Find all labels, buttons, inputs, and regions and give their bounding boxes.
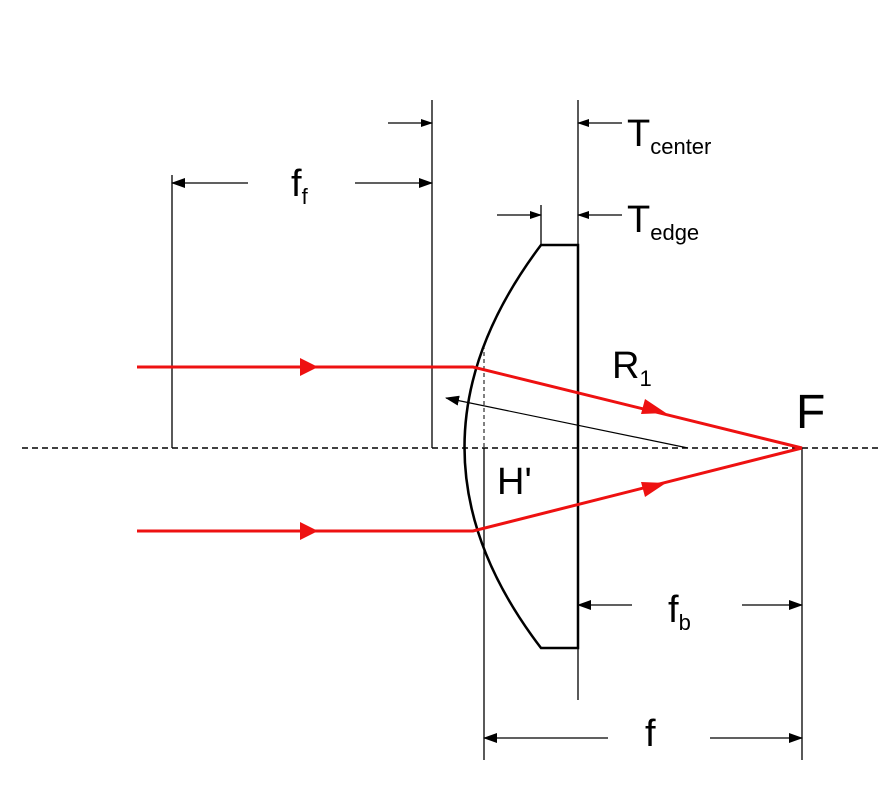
t-edge-label: Tedge <box>627 199 699 245</box>
back-focal-length-label: fb <box>668 589 691 635</box>
principal-plane-label: H' <box>497 461 532 503</box>
front-focal-length-label: ff <box>291 163 309 209</box>
lower-ray-arrowhead-2 <box>641 482 666 497</box>
upper-ray <box>137 365 803 450</box>
light-rays <box>137 358 803 540</box>
radius-r1-arrow <box>445 395 689 449</box>
upper-ray-arrowhead-2 <box>641 399 666 414</box>
plano-convex-lens <box>463 243 580 650</box>
effective-focal-length-label: f <box>645 713 656 755</box>
radius-r1-label: R1 <box>612 345 652 391</box>
lower-ray <box>137 446 803 533</box>
t-center-label: Tcenter <box>627 113 711 159</box>
lower-ray-arrowhead-1 <box>300 522 318 540</box>
focal-point-label: F <box>796 386 825 439</box>
upper-ray-arrowhead-1 <box>300 358 318 376</box>
